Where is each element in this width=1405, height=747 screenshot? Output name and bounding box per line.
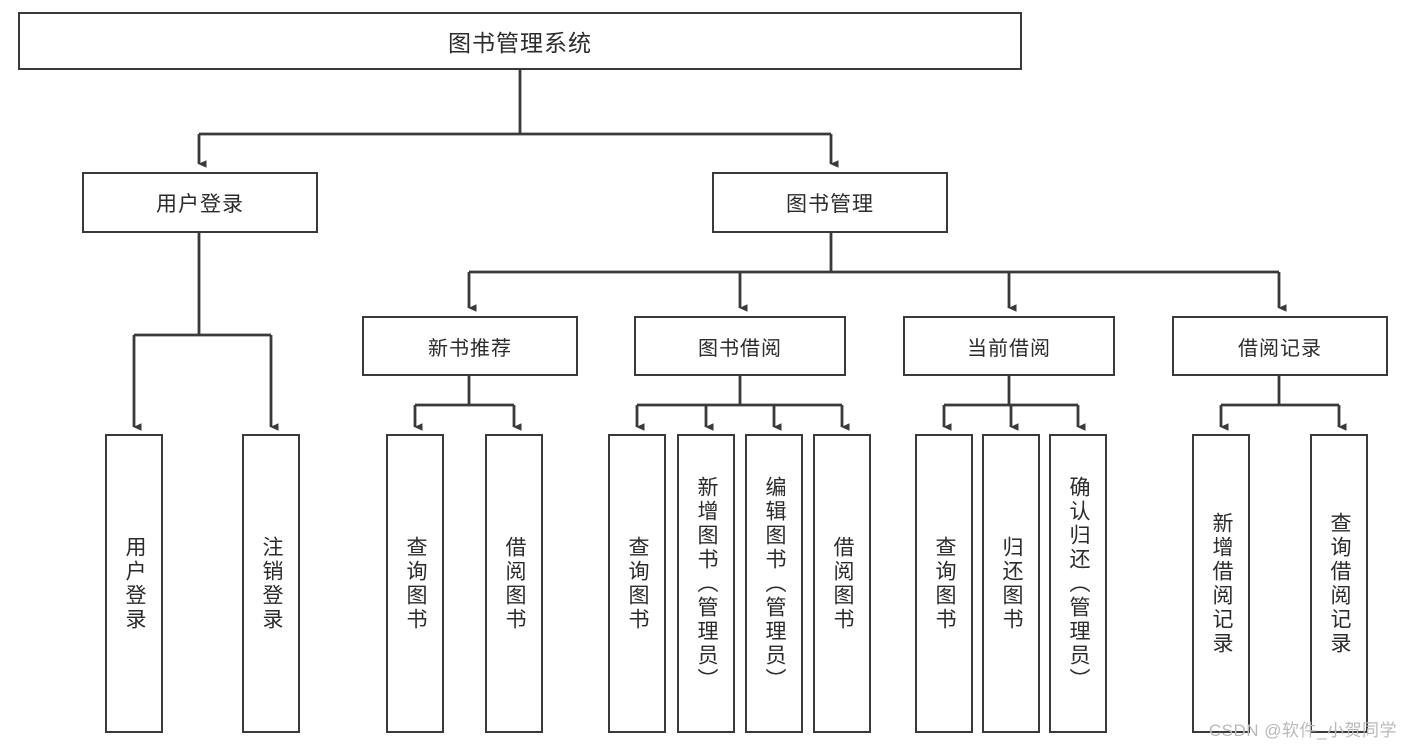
leaf-edit-book-admin[interactable]: 编辑图书（管理员） — [745, 434, 803, 733]
node-label: 当前借阅 — [967, 337, 1051, 360]
node-label: 确认归还（管理员） — [1067, 475, 1091, 692]
leaf-return-book[interactable]: 归还图书 — [982, 434, 1040, 733]
node-book-borrow[interactable]: 图书借阅 — [634, 316, 846, 376]
node-book-management[interactable]: 图书管理 — [712, 172, 948, 233]
node-label: 借阅图书 — [831, 535, 855, 632]
node-label: 归还图书 — [1000, 535, 1024, 632]
node-label: 查询借阅记录 — [1328, 511, 1352, 656]
node-label: 编辑图书（管理员） — [763, 475, 787, 692]
leaf-add-borrow-record[interactable]: 新增借阅记录 — [1192, 434, 1250, 733]
node-borrow-record[interactable]: 借阅记录 — [1172, 316, 1388, 376]
leaf-confirm-return-admin[interactable]: 确认归还（管理员） — [1049, 434, 1107, 733]
node-label: 图书借阅 — [698, 337, 782, 360]
leaf-add-book-admin[interactable]: 新增图书（管理员） — [677, 434, 735, 733]
node-label: 注销登录 — [260, 535, 284, 632]
node-label: 查询图书 — [404, 535, 428, 632]
node-label: 借阅记录 — [1238, 337, 1322, 360]
leaf-query-borrow-record[interactable]: 查询借阅记录 — [1310, 434, 1368, 733]
node-label: 图书管理 — [786, 192, 874, 216]
node-label: 新书推荐 — [428, 337, 512, 360]
node-label: 新增借阅记录 — [1210, 511, 1234, 656]
node-label: 用户登录 — [123, 535, 147, 632]
leaf-query-book-borrow[interactable]: 查询图书 — [608, 434, 666, 733]
node-label: 查询图书 — [933, 535, 957, 632]
leaf-borrow-book-borrow[interactable]: 借阅图书 — [813, 434, 871, 733]
node-root-book-management-system[interactable]: 图书管理系统 — [18, 12, 1022, 70]
node-current-borrow[interactable]: 当前借阅 — [903, 316, 1115, 376]
node-label: 用户登录 — [156, 192, 244, 216]
watermark-text: CSDN @软件_小贺同学 — [1208, 721, 1397, 740]
leaf-user-login[interactable]: 用户登录 — [105, 434, 163, 733]
node-label: 查询图书 — [626, 535, 650, 632]
node-new-book-recommend[interactable]: 新书推荐 — [362, 316, 578, 376]
leaf-query-book-new-recommend[interactable]: 查询图书 — [386, 434, 444, 733]
node-user-login[interactable]: 用户登录 — [82, 172, 318, 233]
leaf-query-book-current[interactable]: 查询图书 — [915, 434, 973, 733]
leaf-borrow-book-new-recommend[interactable]: 借阅图书 — [485, 434, 543, 733]
leaf-logout[interactable]: 注销登录 — [242, 434, 300, 733]
node-label: 新增图书（管理员） — [695, 475, 719, 692]
node-label: 借阅图书 — [503, 535, 527, 632]
node-label: 图书管理系统 — [448, 30, 592, 56]
